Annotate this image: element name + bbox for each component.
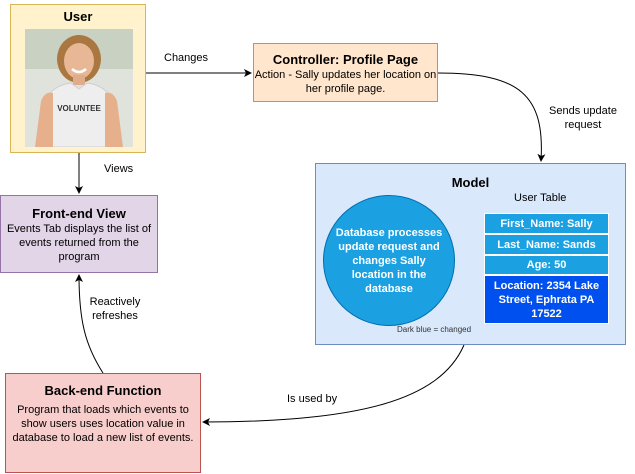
table-row-changed: Location: 2354 Lake Street, Ephrata PA 1… (484, 275, 609, 324)
frontend-node: Front-end View Events Tab displays the l… (0, 195, 158, 273)
model-node: Model User Table Database processes upda… (315, 163, 626, 345)
row-location: Location: 2354 Lake Street, Ephrata PA 1… (493, 279, 600, 320)
user-title: User (63, 9, 93, 24)
controller-node: Controller: Profile Page Action - Sally … (253, 43, 438, 102)
model-title: Model (451, 175, 490, 190)
backend-node: Back-end Function Program that loads whi… (5, 373, 201, 473)
edge-reactively-refreshes (75, 274, 104, 374)
row-last-name: Last_Name: Sands (497, 238, 596, 251)
legend-note: Dark blue = changed (397, 325, 472, 334)
controller-description: Action - Sally updates her location on h… (254, 69, 437, 95)
table-row: Age: 50 (484, 255, 609, 275)
shirt-text: VOLUNTEE (57, 104, 101, 113)
edge-label-sends-update: Sends update request (549, 105, 617, 131)
row-first-name: First_Name: Sally (500, 217, 593, 230)
table-row: First_Name: Sally (484, 213, 609, 234)
user-node: User VOLUNTEE (10, 4, 146, 153)
frontend-title: Front-end View (32, 206, 126, 221)
edge-sends-update (437, 72, 546, 162)
user-table-label: User Table (514, 192, 567, 204)
edge-is-used-by (202, 344, 465, 426)
edge-label-reactively-refreshes: Reactively refreshes (89, 296, 141, 322)
edge-label-views: Views (104, 163, 134, 175)
row-age: Age: 50 (526, 259, 567, 271)
database-text: Database processes update request and ch… (335, 226, 443, 295)
controller-title: Controller: Profile Page (272, 52, 419, 67)
table-row: Last_Name: Sands (484, 234, 609, 255)
database-circle: Database processes update request and ch… (323, 195, 455, 326)
edge-label-is-used-by: Is used by (287, 393, 338, 405)
edge-label-changes: Changes (164, 52, 209, 64)
user-photo: VOLUNTEE (25, 29, 133, 147)
frontend-description: Events Tab displays the list of events r… (6, 223, 152, 263)
backend-description: Program that loads which events to show … (12, 404, 194, 444)
backend-title: Back-end Function (44, 383, 162, 398)
